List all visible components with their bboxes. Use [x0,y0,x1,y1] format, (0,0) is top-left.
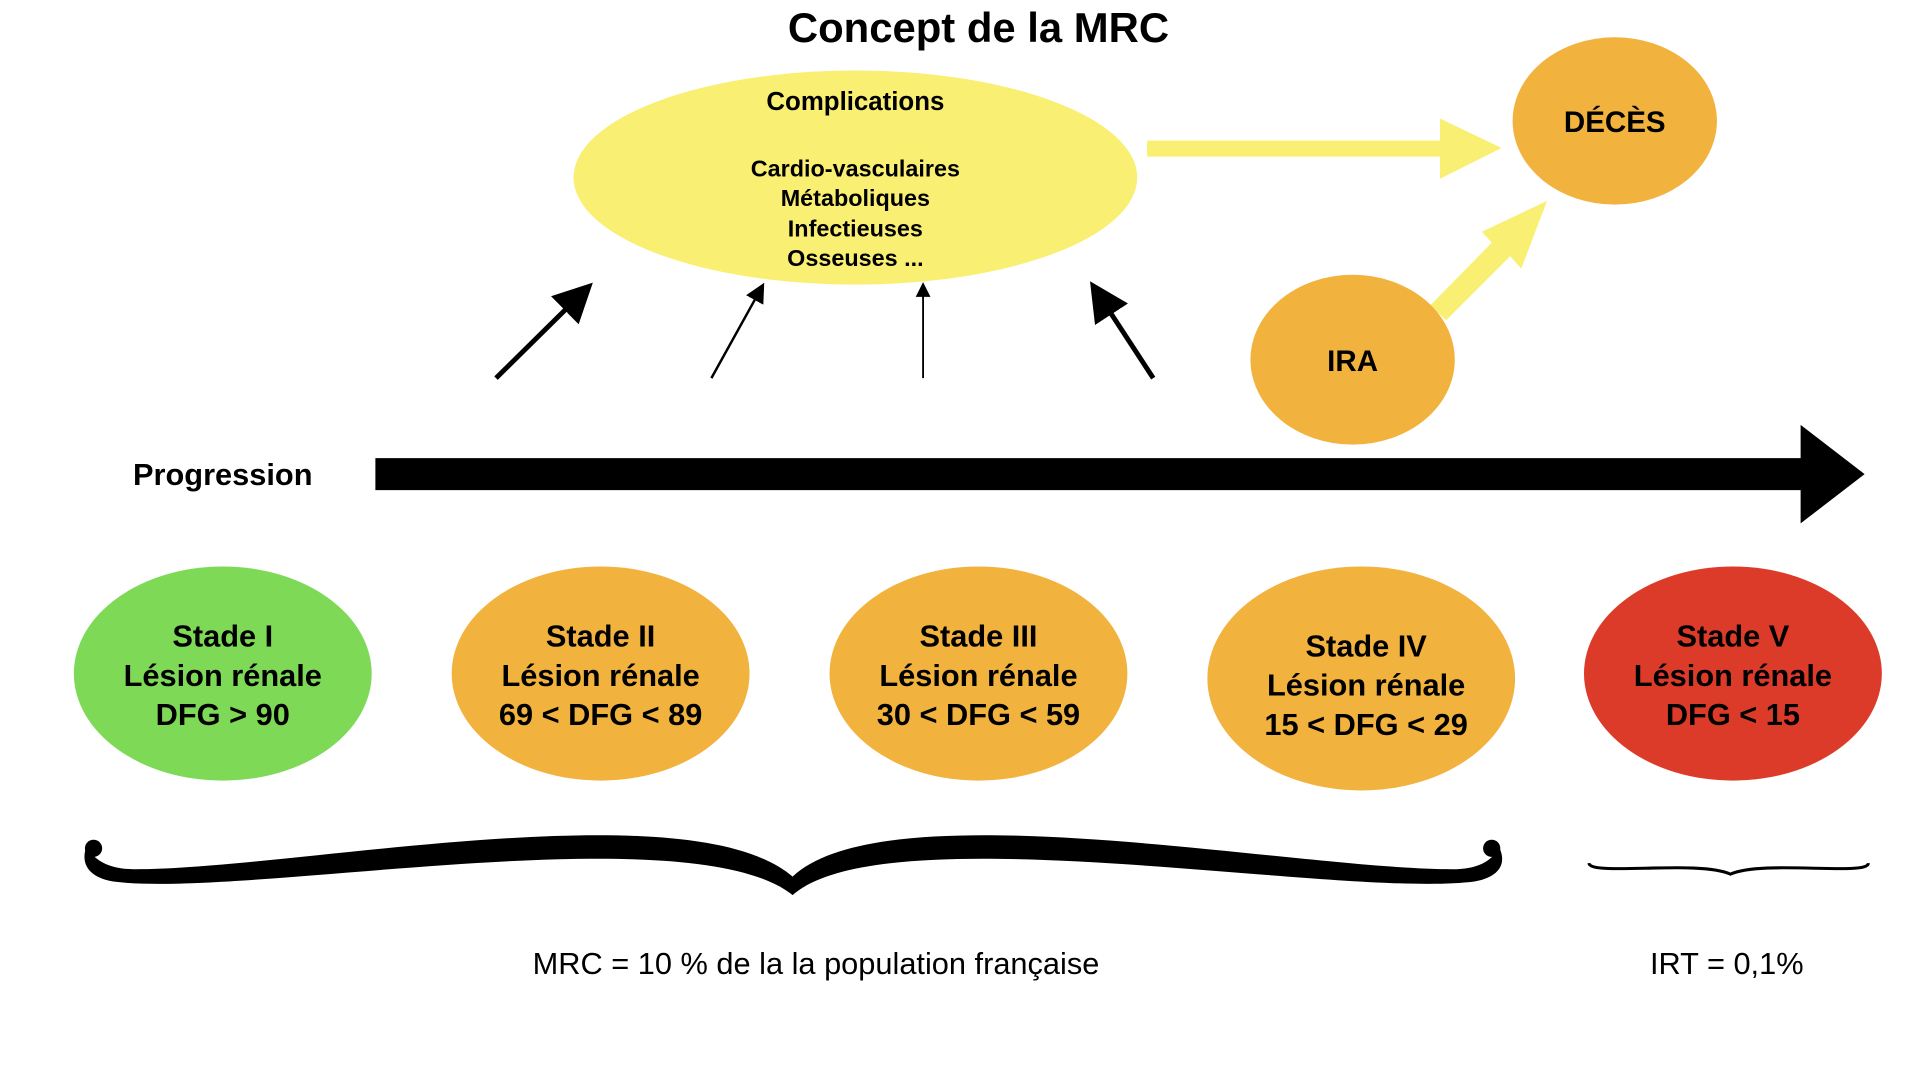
complications-heading: Complications [766,88,944,116]
arrow-up-icon [494,282,593,380]
stage-desc-text: Lésion rénale [124,658,322,693]
diagram-title: Concept de la MRC [788,4,1169,51]
stage-name-text: Stade IV [1305,628,1427,663]
arrow-up-icon [1090,281,1156,380]
deces-node [1512,37,1717,205]
arrow-up-icon [710,282,765,379]
deces-label: DÉCÈS [1564,105,1666,139]
stage-desc-text: Lésion rénale [879,658,1077,693]
stage-name-text: Stade II [546,618,655,653]
complication-item: Métaboliques [781,185,930,211]
stage-dfg-text: 69 < DFG < 89 [499,697,702,732]
stage-name-text: Stade I [172,618,273,653]
stage-desc-text: Lésion rénale [1267,668,1465,703]
brace-mrc [84,835,1503,896]
progression-arrow [375,424,1865,524]
stage-1: Stade I Lésion rénale DFG > 90 [73,566,372,781]
stage-4: Stade IV Lésion rénale 15 < DFG < 29 [1207,566,1516,791]
arrow-ira-to-deces [1430,200,1548,321]
stage-dfg-text: DFG > 90 [156,697,290,732]
brace-end [84,839,103,857]
stage-desc-text: Lésion rénale [1634,658,1832,693]
arrow-complications-to-deces [1147,118,1502,179]
brace-irt [1587,862,1870,876]
mrc-prevalence: MRC = 10 % de la la population française [533,946,1100,981]
ira-node [1250,274,1455,445]
stage-dfg-text: 30 < DFG < 59 [877,697,1080,732]
stage-dfg-text: 15 < DFG < 29 [1264,707,1467,742]
progression-label: Progression [133,457,312,492]
irt-prevalence: IRT = 0,1% [1650,946,1804,981]
stage-name-text: Stade V [1677,618,1790,653]
brace-end [1483,839,1501,857]
stage-desc-text: Lésion rénale [501,658,699,693]
stage-2: Stade II Lésion rénale 69 < DFG < 89 [451,566,750,781]
complication-item: Osseuses ... [787,245,923,271]
stage-5: Stade V Lésion rénale DFG < 15 [1584,566,1882,781]
complication-item: Cardio-vasculaires [751,155,960,181]
stage-3: Stade III Lésion rénale 30 < DFG < 59 [829,566,1128,781]
ira-label: IRA [1327,345,1378,378]
stage-name-text: Stade III [920,618,1038,653]
complications-ellipse [573,70,1138,285]
complication-item: Infectieuses [788,216,923,242]
stage-dfg-text: DFG < 15 [1666,697,1800,732]
